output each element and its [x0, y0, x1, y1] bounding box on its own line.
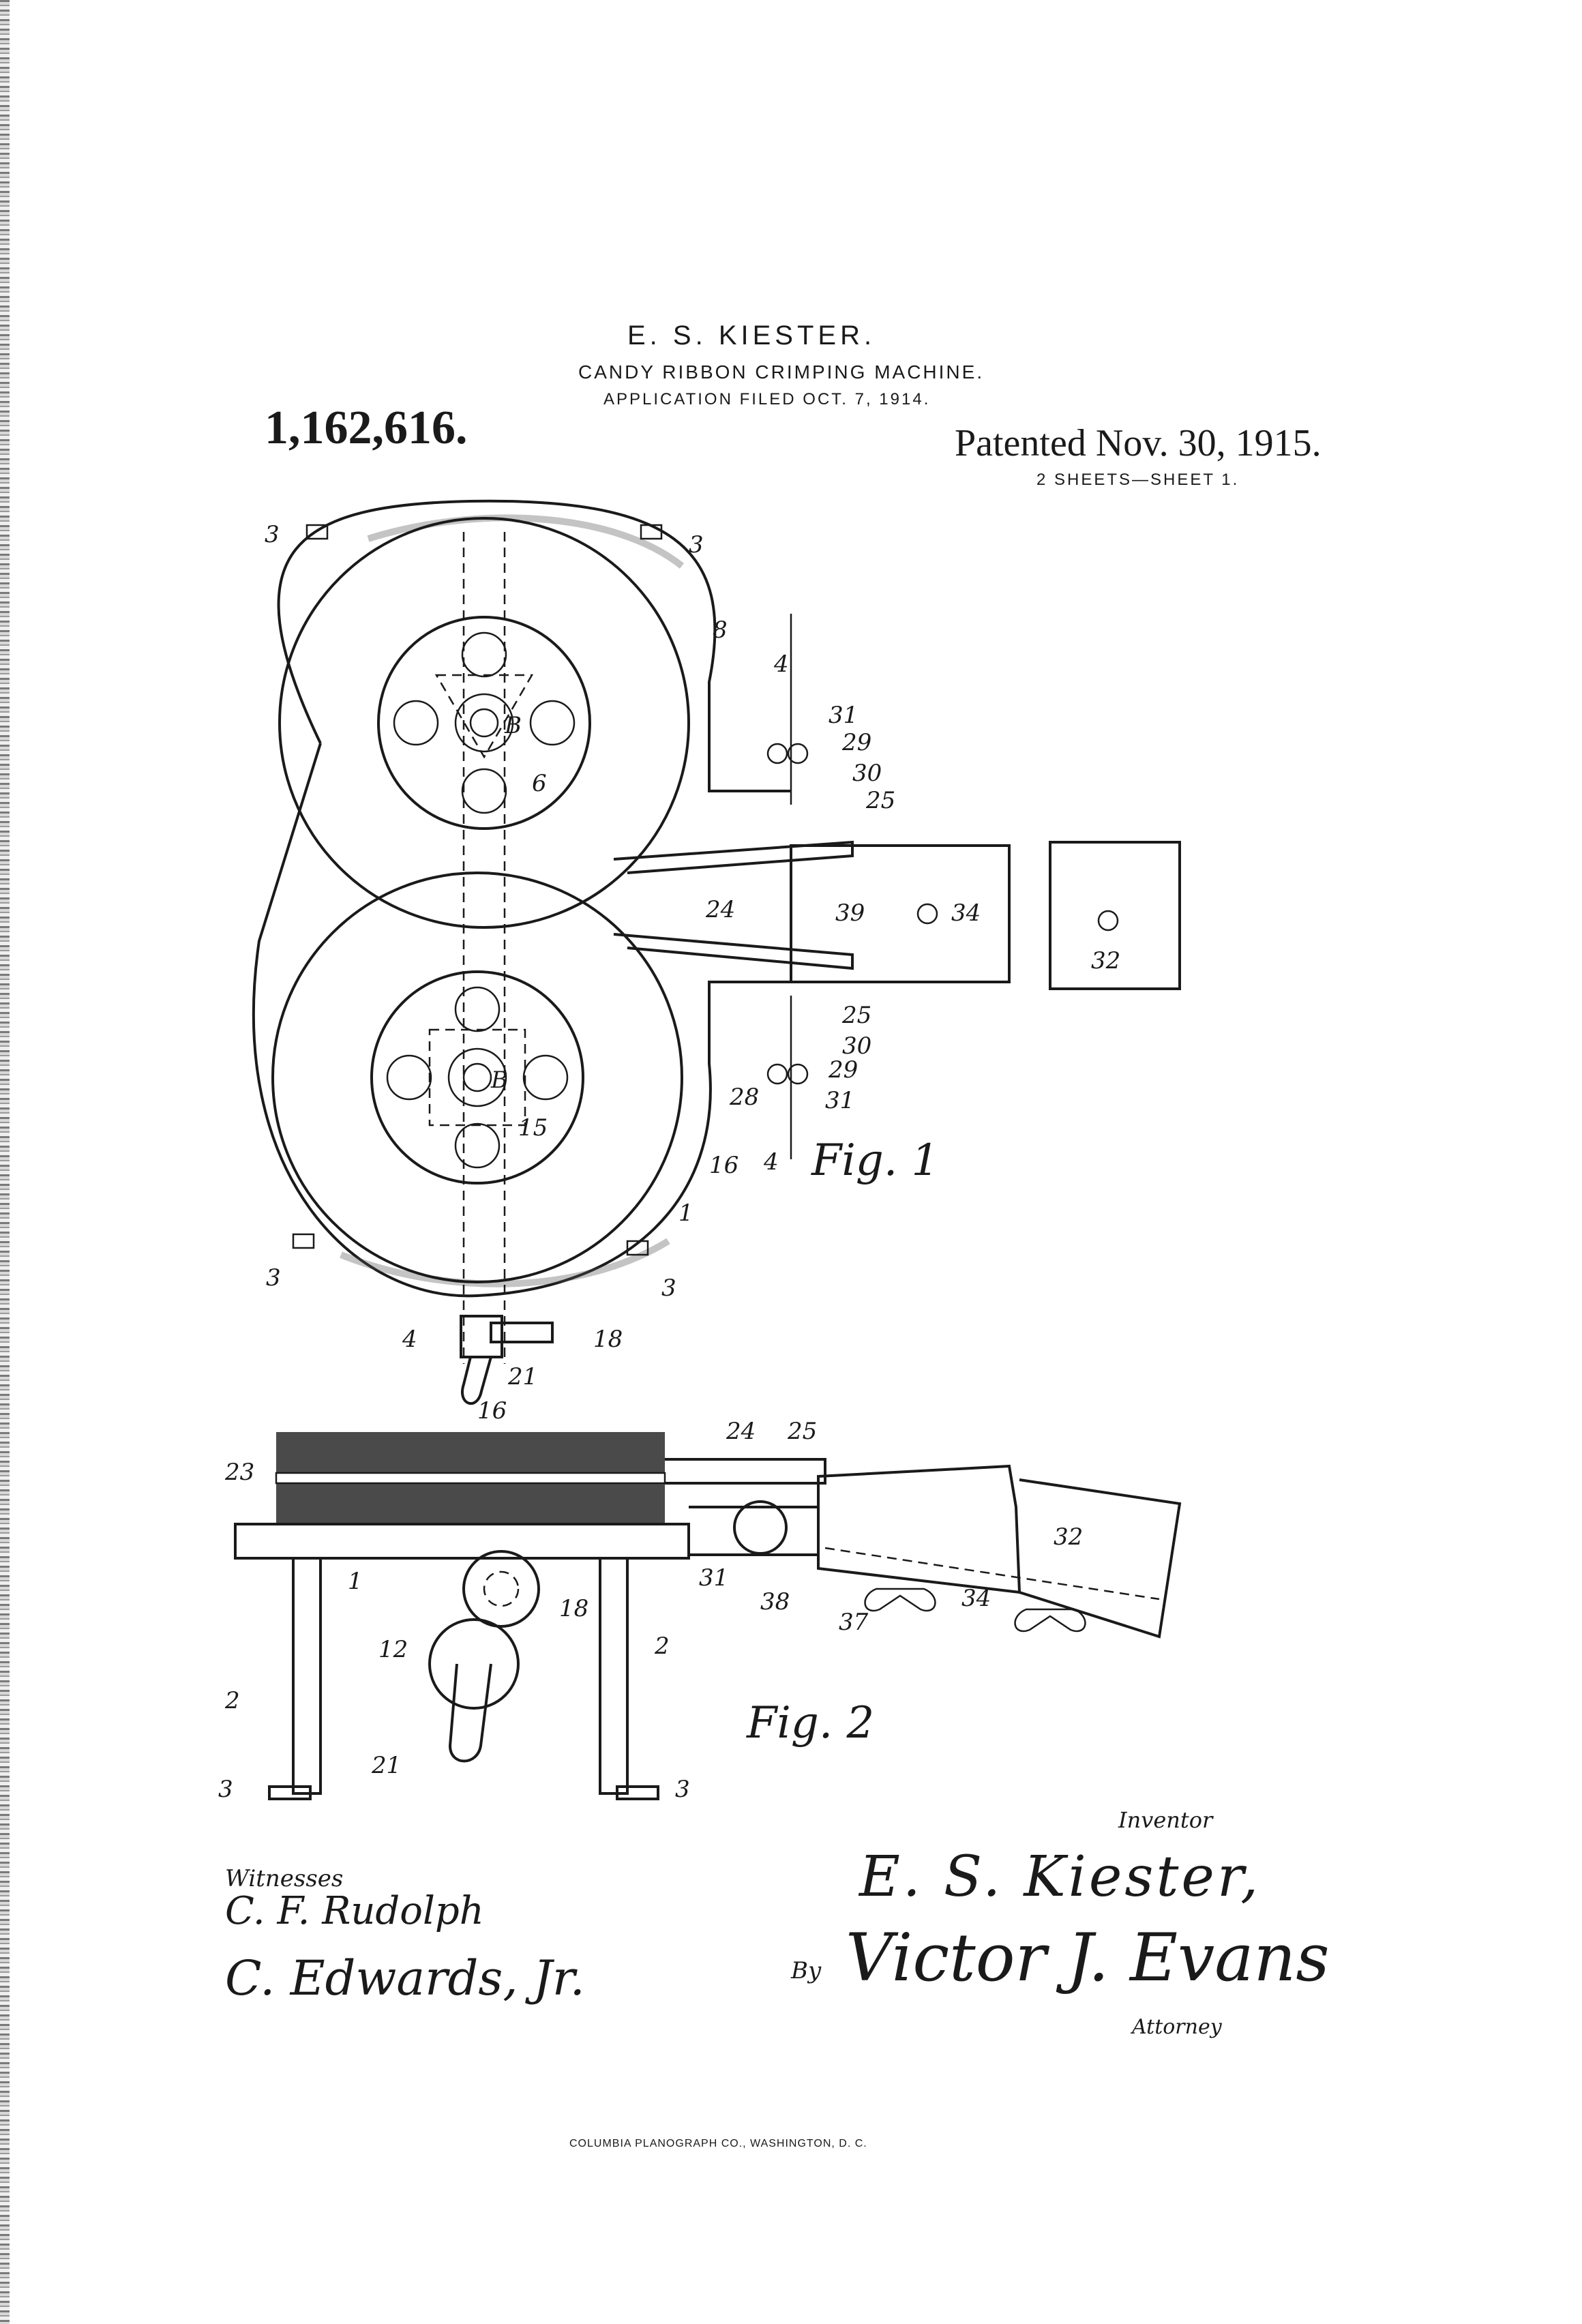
fig1-label-1: 1 — [678, 1200, 693, 1227]
fig1-label-3d: 3 — [661, 1275, 676, 1302]
patent-title: CANDY RIBBON CRIMPING MACHINE. — [578, 361, 985, 383]
fig1-label-16: 16 — [709, 1152, 738, 1179]
fig1-label-b-upper: B — [504, 712, 522, 739]
inventor-signature: E. S. Kiester, — [859, 1845, 1262, 1909]
fig2-label-2b: 2 — [224, 1687, 240, 1714]
patented-date: Patented Nov. 30, 1915. — [955, 422, 1322, 464]
fig2-label-32: 32 — [1054, 1523, 1083, 1551]
fig1-label-24: 24 — [705, 896, 735, 923]
fig1-label-25a: 25 — [865, 787, 895, 814]
patent-number: 1,162,616. — [265, 402, 468, 454]
fig2-label-31: 31 — [699, 1564, 728, 1592]
fig1-label-21: 21 — [507, 1363, 537, 1390]
fig2-label-21: 21 — [371, 1752, 401, 1779]
witness-2-signature: C. Edwards, Jr. — [225, 1950, 585, 2006]
fig1-label-29a: 29 — [841, 729, 871, 756]
fig1-label-8: 8 — [713, 616, 728, 644]
fig1-label-30a: 30 — [852, 760, 882, 787]
inventor-label: Inventor — [1118, 1807, 1213, 1833]
fig1-label-15: 15 — [518, 1114, 548, 1142]
fig2-label-2a: 2 — [654, 1633, 670, 1660]
fig1-label-4a: 4 — [773, 651, 789, 678]
fig1-label-34: 34 — [951, 899, 981, 927]
attorney-signature: Victor J. Evans — [846, 1920, 1330, 1996]
fig1-label-31b: 31 — [825, 1087, 854, 1114]
figure-1-caption: Fig. 1 — [811, 1135, 940, 1186]
fig2-label-34: 34 — [961, 1585, 991, 1612]
fig2-label-38: 38 — [760, 1588, 790, 1615]
fig1-label-18: 18 — [593, 1326, 623, 1353]
fig1-label-3b: 3 — [689, 531, 704, 558]
fig1-label-31a: 31 — [829, 702, 858, 729]
fig1-label-4c: 4 — [402, 1326, 417, 1353]
fig1-label-29b: 29 — [828, 1056, 858, 1084]
attorney-label: Attorney — [1132, 2015, 1222, 2039]
fig2-label-25: 25 — [787, 1418, 817, 1445]
fig2-label-18: 18 — [559, 1595, 588, 1622]
filing-date: APPLICATION FILED OCT. 7, 1914. — [603, 390, 931, 408]
witness-1-signature: C. F. Rudolph — [225, 1889, 484, 1933]
sheet-count: 2 SHEETS—SHEET 1. — [1036, 471, 1240, 489]
by-label: By — [791, 1957, 822, 1984]
fig1-label-39: 39 — [835, 899, 865, 927]
inventor-name: E. S. KIESTER. — [627, 321, 876, 351]
fig2-label-12: 12 — [378, 1636, 408, 1663]
printer-imprint: COLUMBIA PLANOGRAPH CO., WASHINGTON, D. … — [569, 2138, 867, 2149]
fig1-label-3a: 3 — [265, 521, 280, 548]
fig1-label-25b: 25 — [841, 1002, 871, 1029]
fig1-label-4b: 4 — [763, 1148, 779, 1176]
scanned-page-edge — [0, 0, 10, 2324]
fig1-label-3c: 3 — [266, 1264, 281, 1292]
fig2-label-1: 1 — [348, 1568, 363, 1595]
fig1-label-6: 6 — [532, 770, 547, 797]
fig2-label-3b: 3 — [675, 1776, 690, 1803]
fig2-label-37: 37 — [839, 1609, 869, 1636]
figure-2-caption: Fig. 2 — [747, 1698, 875, 1748]
fig1-label-b-lower: B — [490, 1067, 508, 1094]
fig1-label-30b: 30 — [842, 1032, 871, 1060]
fig2-label-24: 24 — [726, 1418, 756, 1445]
fig2-label-3a: 3 — [218, 1776, 233, 1803]
fig2-label-23: 23 — [224, 1459, 254, 1486]
fig1-label-28: 28 — [729, 1084, 759, 1111]
witnesses-label: Witnesses — [225, 1865, 344, 1892]
fig2-label-16: 16 — [477, 1397, 507, 1425]
fig1-label-32: 32 — [1091, 947, 1120, 974]
